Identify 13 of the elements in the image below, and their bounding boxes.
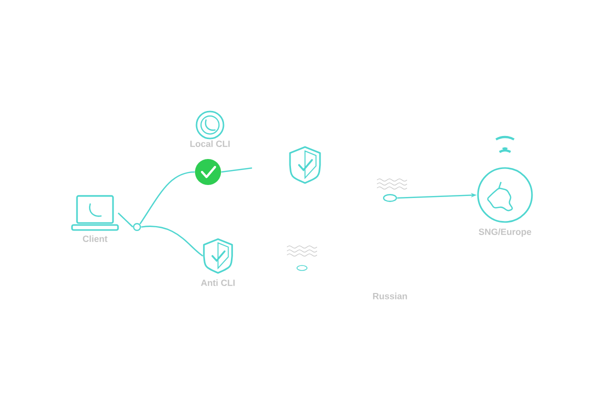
junction-dot <box>133 223 141 231</box>
connector <box>221 167 252 173</box>
connector <box>118 212 134 228</box>
node-label: Anti CLI <box>200 279 235 286</box>
shield-icon <box>289 146 321 184</box>
node-label: Local CLI <box>190 140 230 147</box>
check-circle <box>195 159 221 185</box>
connector <box>139 171 195 224</box>
junction-dot <box>383 194 397 202</box>
node-label: Client <box>82 235 108 242</box>
connector <box>141 226 204 256</box>
node-label: SNG/Europe <box>478 228 532 237</box>
region-label: Russian <box>373 292 407 300</box>
